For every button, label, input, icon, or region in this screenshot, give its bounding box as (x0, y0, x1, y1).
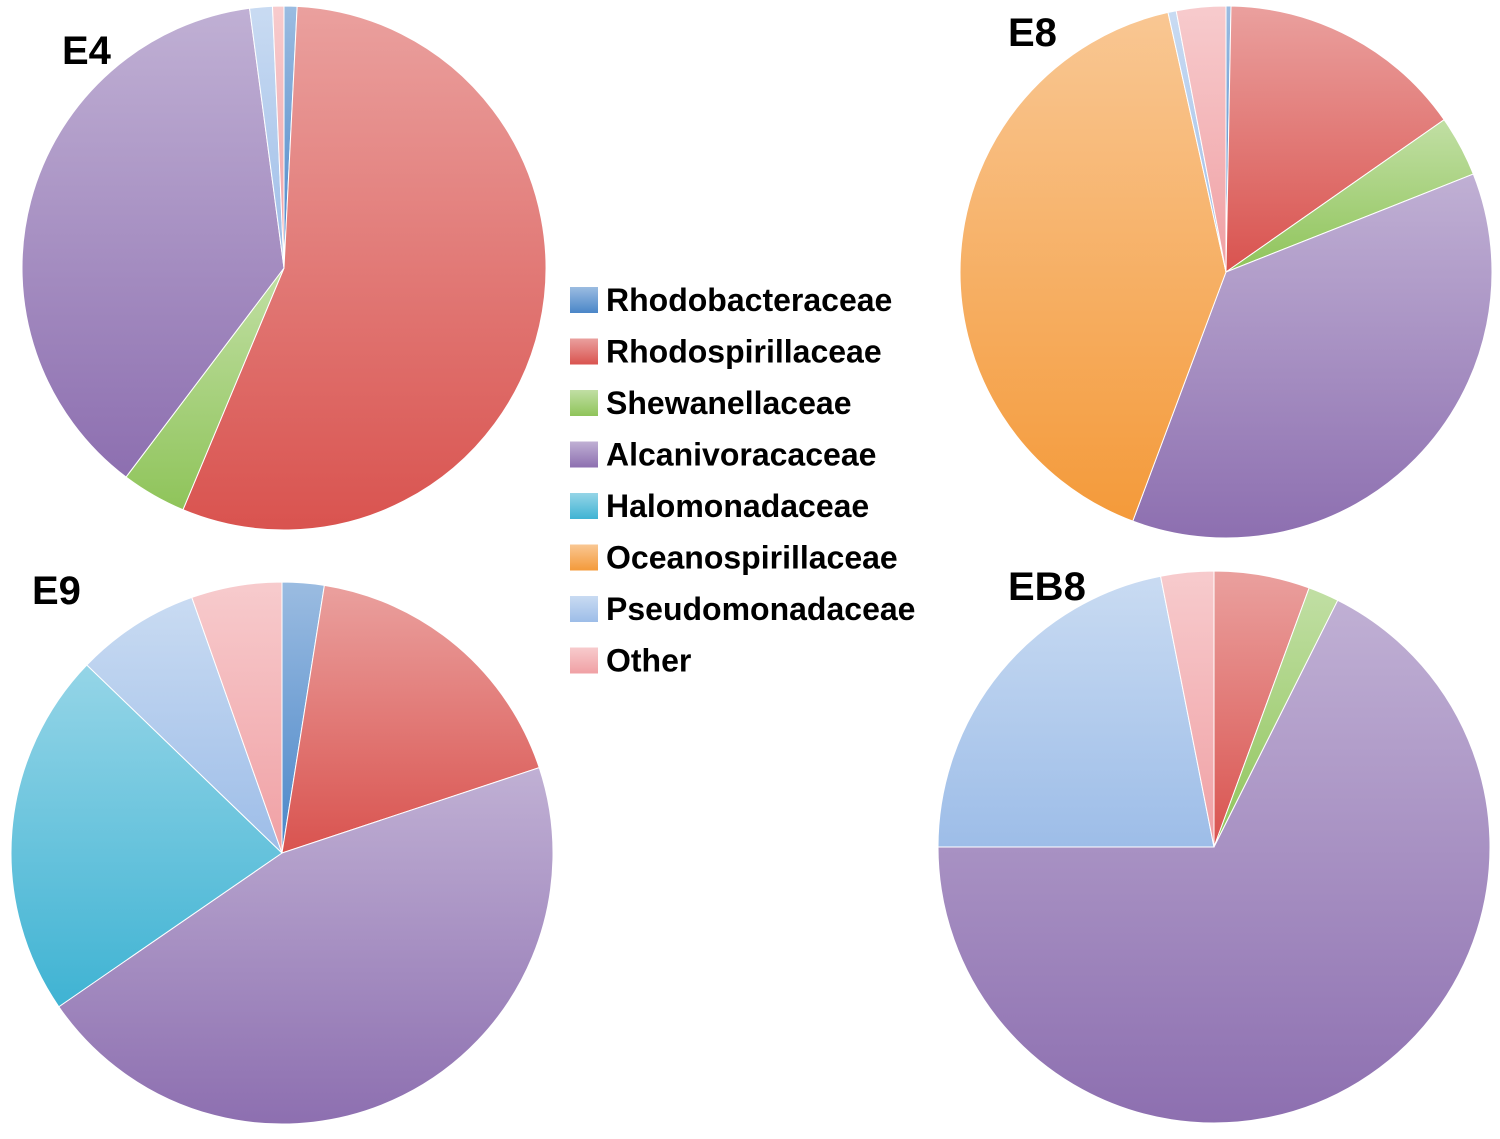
pie-titles: E4 E8 E9 EB8 (32, 11, 1086, 613)
legend-item-other: Other (570, 643, 691, 679)
slice-e8-oceanospirillaceae (959, 11, 1227, 522)
slice-e8-alcanivoracaceae (1132, 173, 1493, 539)
legend-swatch-shewanellaceae (570, 390, 598, 416)
legend-label-rhodobacteraceae: Rhodobacteraceae (606, 282, 892, 318)
legend-label-oceanospirillaceae: Oceanospirillaceae (606, 540, 898, 576)
pie-title-e4: E4 (62, 29, 112, 73)
legend-label-alcanivoracaceae: Alcanivoracaceae (606, 437, 876, 473)
pie-e4 (21, 5, 547, 531)
legend-item-pseudomonadaceae: Pseudomonadaceae (570, 591, 915, 627)
slice-e9-other (191, 581, 283, 854)
slice-e9-halomonadaceae (10, 664, 283, 1008)
legend-swatch-oceanospirillaceae (570, 544, 598, 571)
legend-item-rhodobacteraceae: Rhodobacteraceae (570, 282, 892, 318)
legend-label-other: Other (606, 643, 691, 679)
legend-item-alcanivoracaceae: Alcanivoracaceae (570, 437, 876, 473)
slice-e9-pseudomonadaceae (86, 596, 283, 854)
pie-title-e9: E9 (32, 569, 81, 613)
slice-eb8-other (1159, 570, 1215, 848)
legend-label-halomonadaceae: Halomonadaceae (606, 488, 869, 524)
slice-e9-rhodospirillaceae (281, 584, 540, 854)
legend-item-oceanospirillaceae: Oceanospirillaceae (570, 540, 898, 576)
legend-item-shewanellaceae: Shewanellaceae (570, 385, 851, 421)
slice-eb8-alcanivoracaceae (937, 599, 1491, 1124)
pie-eb8 (937, 570, 1491, 1124)
pie-e8 (959, 5, 1493, 539)
slice-e9-alcanivoracaceae (58, 767, 554, 1125)
pie-e9 (10, 581, 554, 1125)
legend-item-halomonadaceae: Halomonadaceae (570, 488, 869, 524)
slice-e8-rhodospirillaceae (1225, 5, 1445, 273)
legend-swatch-rhodobacteraceae (570, 287, 598, 313)
legend-label-rhodospirillaceae: Rhodospirillaceae (606, 334, 882, 370)
slice-e4-other (271, 5, 285, 269)
slice-e8-other (1175, 5, 1227, 273)
pie-title-e8: E8 (1008, 11, 1057, 55)
legend-swatch-rhodospirillaceae (570, 338, 598, 365)
slice-e4-rhodospirillaceae (182, 5, 547, 531)
legend-swatch-other (570, 647, 598, 674)
legend-swatch-pseudomonadaceae (570, 596, 598, 622)
pies-layer (10, 5, 1493, 1125)
legend: RhodobacteraceaeRhodospirillaceaeShewane… (570, 282, 915, 679)
legend-item-rhodospirillaceae: Rhodospirillaceae (570, 334, 882, 370)
legend-swatch-halomonadaceae (570, 493, 598, 519)
legend-label-pseudomonadaceae: Pseudomonadaceae (606, 591, 915, 627)
slice-eb8-pseudomonadaceae (937, 575, 1215, 848)
pie-title-eb8: EB8 (1008, 565, 1086, 609)
slice-e4-alcanivoracaceae (21, 7, 285, 478)
legend-label-shewanellaceae: Shewanellaceae (606, 385, 851, 421)
legend-swatch-alcanivoracaceae (570, 441, 598, 468)
